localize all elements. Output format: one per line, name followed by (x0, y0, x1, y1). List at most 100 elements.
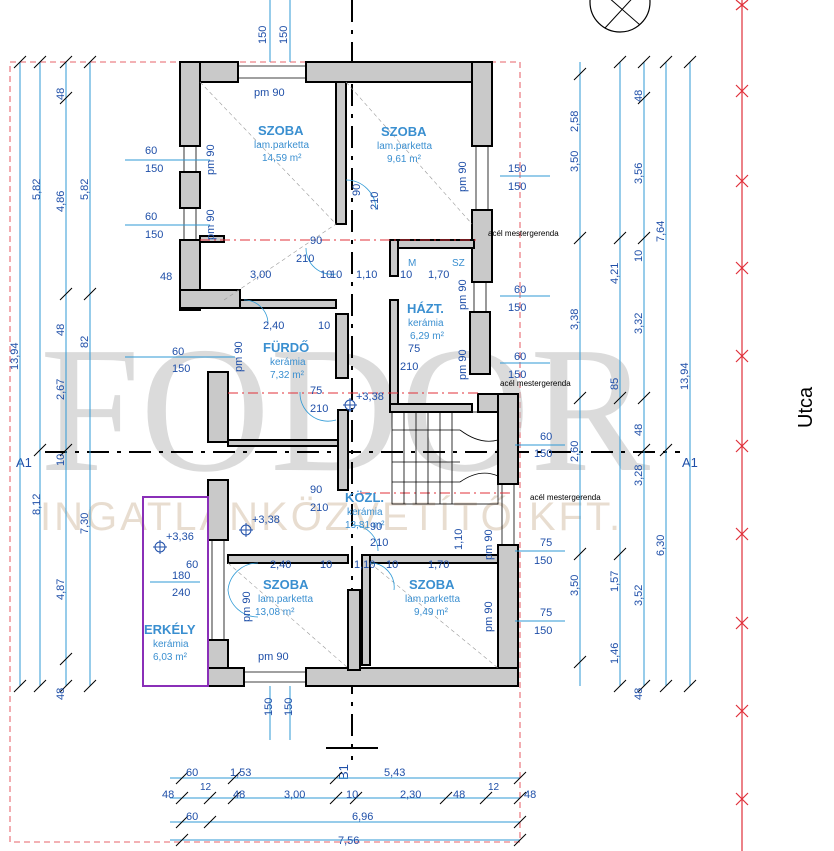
dim-label: 12 (488, 782, 500, 793)
dim-label: 48 (633, 90, 645, 102)
dim-label: 48 (633, 688, 645, 700)
pm-label: pm 90 (205, 144, 217, 175)
dim-label: 150 (283, 698, 295, 716)
room-name: ERKÉLY (144, 622, 196, 637)
inner-dim: 210 (296, 253, 314, 265)
pm-label: pm 90 (483, 601, 495, 632)
dim-label: 48 (524, 789, 536, 801)
dim-label: 82 (79, 336, 91, 348)
opening-dim: 150 (508, 181, 526, 193)
room-labels: SZOBA lam.parketta 14,59 m² SZOBA lam.pa… (144, 123, 460, 663)
pm-label: pm 90 (233, 341, 245, 372)
dim-label: 12 (200, 782, 212, 793)
pm-label: pm 90 (205, 209, 217, 240)
beam-note: acél mestergerenda (500, 379, 571, 388)
pm-label: pm 90 (258, 651, 289, 663)
dim-label: 5,82 (31, 179, 43, 200)
dim-label: 13,94 (9, 342, 21, 370)
inner-dim: 210 (310, 403, 328, 415)
opening-dim: 150 (508, 302, 526, 314)
level-label: +3,38 (356, 391, 384, 403)
dim-label: 7,56 (338, 835, 359, 847)
inner-dim: 90 (310, 235, 322, 247)
dim-label: 48 (453, 789, 465, 801)
opening-dim: 150 (534, 448, 552, 460)
inner-dim: 1,10 (453, 529, 465, 550)
balcony-outline (142, 496, 209, 687)
dim-label: 48 (633, 424, 645, 436)
opening-dim: 60 (514, 351, 526, 363)
dim-label: 150 (263, 698, 275, 716)
room-area: 9,49 m² (414, 607, 449, 618)
dim-label: 2,30 (400, 789, 421, 801)
room-name: SZOBA (258, 123, 304, 138)
dim-label: 3,28 (633, 465, 645, 486)
room-name: SZOBA (409, 577, 455, 592)
dim-label: 1,46 (609, 643, 621, 664)
axis-a-label-left: A1 (16, 455, 32, 470)
opening-dim: 48 (160, 271, 172, 283)
room-area: 13,81 m² (345, 520, 385, 531)
dim-label: 7,64 (655, 221, 667, 242)
dim-label: 3,52 (633, 585, 645, 606)
dim-label: 150 (278, 26, 290, 44)
opening-dim: 60 (540, 431, 552, 443)
room-name: KÖZL. (345, 490, 384, 505)
opening-dim: 150 (534, 555, 552, 567)
dim-label: 10 (633, 250, 645, 262)
opening-dim: 150 (508, 163, 526, 175)
beam-note: acél mestergerenda (530, 493, 601, 502)
dim-label: 10 (55, 454, 67, 466)
pm-label: pm 90 (457, 349, 469, 380)
street-label: Utca (795, 386, 817, 428)
dim-label: 2,67 (55, 379, 67, 400)
pm-label: pm 90 (457, 279, 469, 310)
watermark-sub: INGATLANKÖZVETÍTŐ KFT. (40, 494, 623, 539)
room-name: FÜRDŐ (263, 340, 309, 355)
room-name: SZOBA (381, 124, 427, 139)
room-area: 6,29 m² (410, 331, 445, 342)
dim-label: 3,50 (569, 575, 581, 596)
dim-label: 48 (55, 688, 67, 700)
dim-label: 4,86 (55, 191, 67, 212)
dim-label: 60 (186, 811, 198, 823)
opening-dim: 180 (172, 570, 190, 582)
room-area: 14,59 m² (262, 153, 302, 164)
dim-label: 3,50 (569, 151, 581, 172)
dim-label: 6,30 (655, 535, 667, 556)
room-area: 6,03 m² (153, 652, 188, 663)
opening-dim: 240 (172, 587, 190, 599)
pm-label: pm 90 (241, 591, 253, 622)
dim-label: 7,30 (79, 513, 91, 534)
level-marker (153, 398, 357, 554)
room-floor: lam.parketta (377, 141, 432, 152)
inner-dim: 210 (310, 502, 328, 514)
room-floor: lam.parketta (254, 140, 309, 151)
dim-label: 1,57 (609, 571, 621, 592)
opening-dim: 60 (186, 559, 198, 571)
dim-label: 1,53 (230, 767, 251, 779)
level-label: +3,38 (252, 514, 280, 526)
walls (179, 61, 519, 687)
opening-dim: 60 (145, 211, 157, 223)
inner-dim: 1,10 (356, 269, 377, 281)
inner-dim: 1,70 (428, 269, 449, 281)
opening-dim: 150 (145, 163, 163, 175)
dim-label: 5,82 (79, 179, 91, 200)
stair-marker: SZ (452, 258, 465, 269)
room-name: SZOBA (263, 577, 309, 592)
dim-label: 48 (55, 88, 67, 100)
dim-label: 4,87 (55, 579, 67, 600)
dim-label: 85 (609, 378, 621, 390)
inner-dim: 90 (370, 521, 382, 533)
opening-dim: 150 (145, 229, 163, 241)
inner-dim: 1,10 (354, 559, 375, 571)
dim-label: 10 (346, 789, 358, 801)
opening-dim: 75 (540, 607, 552, 619)
room-floor: kerámia (270, 357, 306, 368)
dim-label: 3,56 (633, 163, 645, 184)
inner-dim: 3,00 (250, 269, 271, 281)
inner-dim: 210 (400, 361, 418, 373)
room-area: 7,32 m² (270, 370, 305, 381)
